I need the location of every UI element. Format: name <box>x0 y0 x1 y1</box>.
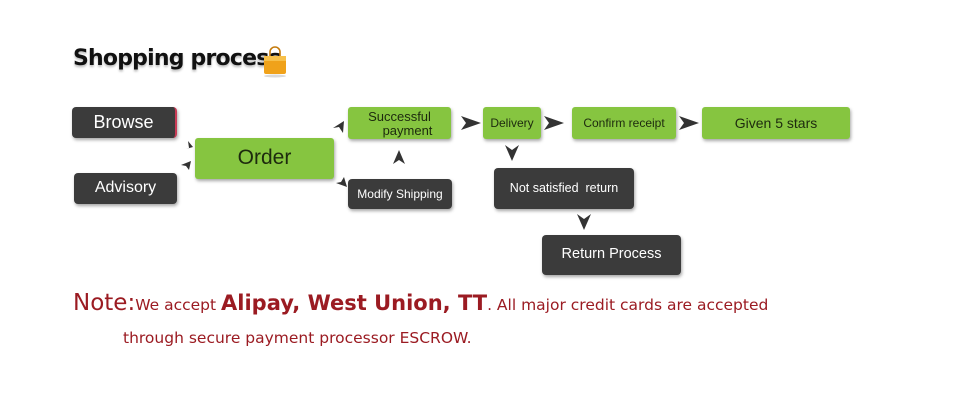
order-box: Order <box>195 138 334 179</box>
arrow-browse-order <box>174 136 193 149</box>
arrow-payment-delivery <box>461 116 481 130</box>
page-title: Shopping process <box>73 46 282 71</box>
note-line1: Note:We accept Alipay, West Union, TT. A… <box>73 290 768 316</box>
shopping-bag-icon <box>264 46 286 78</box>
successful-payment-label-line2: payment <box>382 122 433 138</box>
modify-shipping-label: Modify Shipping <box>357 186 443 201</box>
arrow-advisory-order <box>174 161 191 177</box>
note-line2: through secure payment processor ESCROW. <box>123 329 472 347</box>
given-stars-label: Given 5 stars <box>734 114 818 131</box>
confirm-receipt-box: Confirm receipt <box>572 107 676 139</box>
arrow-confirm-stars <box>679 116 699 130</box>
delivery-label: Delivery <box>490 115 534 130</box>
not-satisfied-box: Not satisfied return <box>494 168 634 209</box>
arrow-order-modify <box>333 172 347 187</box>
delivery-box: Delivery <box>483 107 541 139</box>
arrow-delivery-notsatisfied <box>505 145 519 161</box>
note-text2: . All major credit cards are accepted <box>487 296 769 314</box>
return-process-label: Return Process <box>561 246 662 263</box>
payment-methods: Alipay, West Union, TT <box>221 291 488 315</box>
note-text1: We accept <box>135 296 222 314</box>
browse-label: Browse <box>93 112 154 133</box>
note-label: Note: <box>73 290 136 316</box>
arrow-notsatisfied-return <box>577 214 591 230</box>
arrow-delivery-confirm <box>544 116 564 130</box>
given-stars-box: Given 5 stars <box>702 107 850 139</box>
not-satisfied-label: Not satisfied return <box>509 180 619 195</box>
successful-payment-box: Successful payment <box>348 107 451 139</box>
browse-box: Browse <box>72 107 177 138</box>
arrow-order-payment <box>333 121 344 138</box>
advisory-box: Advisory <box>74 173 177 204</box>
advisory-label: Advisory <box>94 179 157 197</box>
order-label: Order <box>237 146 292 170</box>
confirm-receipt-label: Confirm receipt <box>583 115 665 130</box>
arrow-modify-payment <box>393 150 405 164</box>
return-process-box: Return Process <box>542 235 681 275</box>
modify-shipping-box: Modify Shipping <box>348 179 452 209</box>
successful-payment-label-line1: Successful <box>368 108 431 124</box>
